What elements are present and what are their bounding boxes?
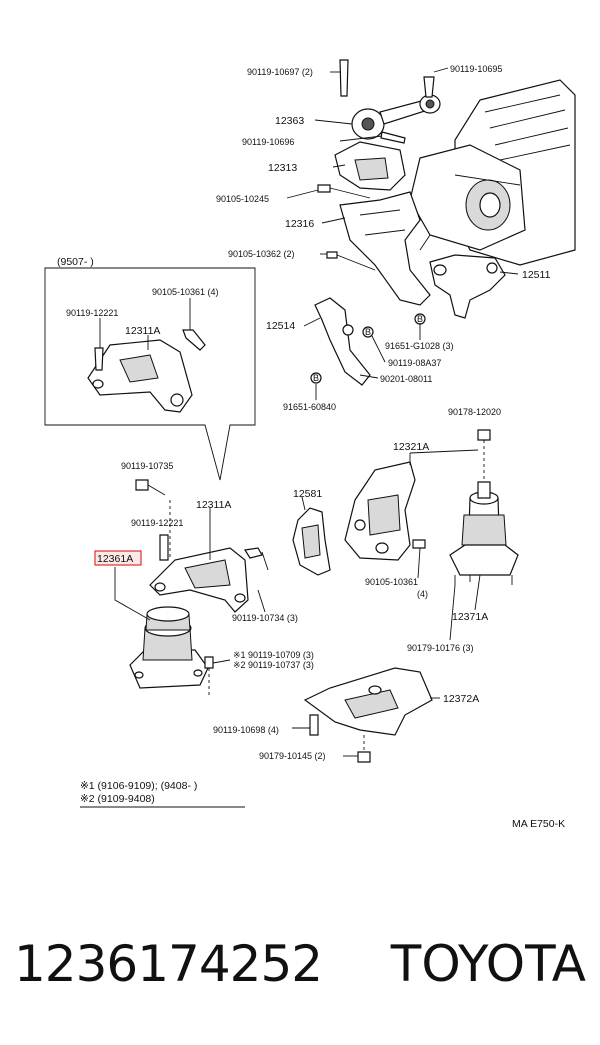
part-labels: 90119-10697 (2) 90119-10695 12363 90119-… <box>57 64 551 528</box>
leader-lines-top <box>286 67 519 400</box>
label-inset-date: (9507- ) <box>57 256 94 268</box>
bracket-12514 <box>314 297 371 386</box>
label-12361A: 12361A <box>97 553 133 565</box>
label-90105-10362: 90105-10362 (2) <box>228 249 295 259</box>
label-12311A-inset: 12311A <box>125 325 160 337</box>
label-12514: 12514 <box>266 320 295 332</box>
label-12371A: 12371A <box>452 611 488 623</box>
bolts-12311A <box>135 479 269 571</box>
part-labels-lower: 90119-10734 (3) 90105-10361 (4) 12371A 9… <box>213 577 488 761</box>
brand-name: TOYOTA <box>390 935 586 993</box>
label-90119-10695: 90119-10695 <box>450 64 502 74</box>
label-12311A: 12311A <box>196 499 231 511</box>
bolt-90105-10362 <box>326 251 376 271</box>
part-number: 1236174252 <box>14 935 323 993</box>
bracket-12311A <box>149 547 249 613</box>
leader-lines-bottom <box>114 449 481 757</box>
label-12372A: 12372A <box>443 693 479 705</box>
label-90119-10734: 90119-10734 (3) <box>232 613 298 623</box>
engine-rod-12363 <box>339 59 441 144</box>
label-90119-12221: 90119-12221 <box>131 518 183 528</box>
label-90119-10696: 90119-10696 <box>242 137 294 147</box>
label-91651-60840: 91651-60840 <box>283 402 336 412</box>
label-12316: 12316 <box>285 218 314 230</box>
part-12581 <box>292 507 331 576</box>
bracket-12321A <box>344 461 426 561</box>
label-90119-10709: ※1 90119-10709 (3) <box>233 650 314 660</box>
label-90178-12020: 90178-12020 <box>448 407 501 417</box>
label-90105-10361: 90105-10361 <box>365 577 418 587</box>
label-90105-10361-4: 90105-10361 (4) <box>152 287 219 297</box>
label-12321A: 12321A <box>393 441 429 453</box>
svg-text:B: B <box>365 327 371 337</box>
bracket-12511 <box>429 254 506 319</box>
footnote-1: ※1 (9106-9109); (9408- ) <box>80 780 197 792</box>
label-90201-08011: 90201-08011 <box>380 374 432 384</box>
engine-block-illustration <box>394 79 576 266</box>
bracket-12316 <box>339 191 431 306</box>
label-90179-10145: 90179-10145 (2) <box>259 751 326 761</box>
engine-mount-12361A <box>129 606 214 695</box>
label-90119-10697: 90119-10697 (2) <box>247 67 313 77</box>
bracket-12313 <box>334 141 406 191</box>
footnotes: ※1 (9106-9109); (9408- ) ※2 (9109-9408) <box>80 780 245 808</box>
inset-detail-box <box>44 267 256 481</box>
label-91651-G1028: 91651-G1028 (3) <box>385 341 454 351</box>
engine-mount-12371A <box>449 429 519 585</box>
label-90119-08A37: 90119-08A37 <box>388 358 441 368</box>
label-12363: 12363 <box>275 115 304 127</box>
svg-text:B: B <box>417 314 423 324</box>
svg-text:B: B <box>313 373 319 383</box>
label-90119-10737: ※2 90119-10737 (3) <box>233 660 314 670</box>
crossmember-12372A <box>303 667 433 763</box>
part-caption: 1236174252 TOYOTA <box>0 925 600 1005</box>
label-90105-10245: 90105-10245 <box>216 194 269 204</box>
label-90119-12221-inset: 90119-12221 <box>66 308 118 318</box>
b-markers: B B B <box>310 313 426 384</box>
label-12581: 12581 <box>293 488 322 500</box>
highlight-12361A[interactable]: 12361A <box>94 550 142 566</box>
footnote-2: ※2 (9109-9408) <box>80 793 155 805</box>
reference-code: MA E750-K <box>512 818 565 830</box>
label-90119-10735: 90119-10735 <box>121 461 173 471</box>
label-12313: 12313 <box>268 162 297 174</box>
label-qty-4: (4) <box>417 589 428 599</box>
label-12511: 12511 <box>522 269 551 281</box>
label-90179-10176: 90179-10176 (3) <box>407 643 474 653</box>
bolt-90105-10245 <box>317 184 371 199</box>
label-90119-10698: 90119-10698 (4) <box>213 725 279 735</box>
